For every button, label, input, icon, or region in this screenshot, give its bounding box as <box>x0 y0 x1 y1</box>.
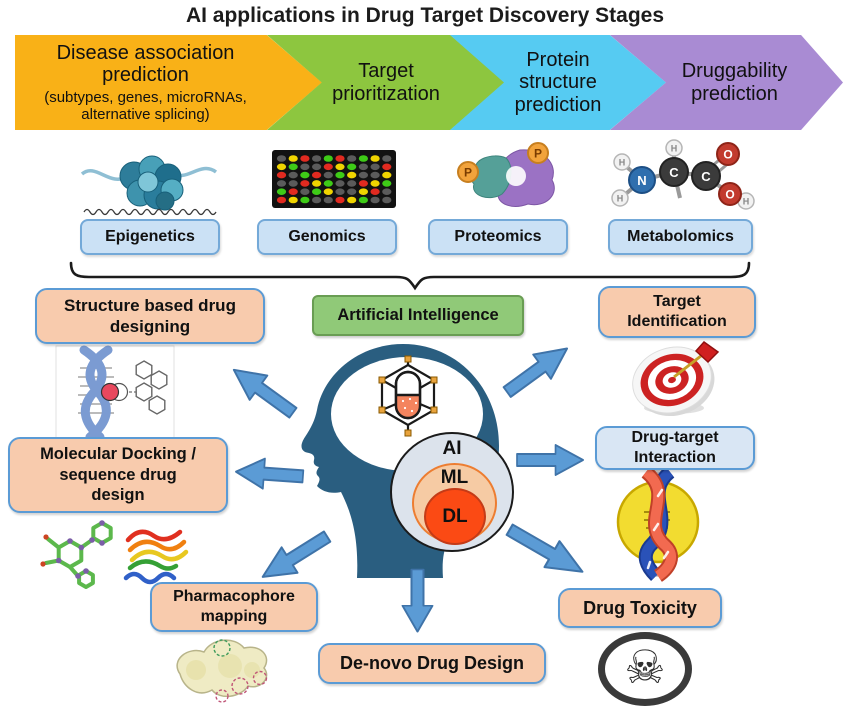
app-box-denovo-drug-design: De-novo Drug Design <box>318 643 546 684</box>
figure-title: AI applications in Drug Target Discovery… <box>185 4 665 27</box>
stage-label: Disease association prediction <box>56 41 235 86</box>
app-box-label: Pharmacophore mapping <box>173 588 295 625</box>
svg-text:O: O <box>725 188 734 202</box>
stage-label: Target prioritization <box>332 60 440 105</box>
dl-circle-label: DL <box>442 505 468 527</box>
curly-brace <box>69 261 751 291</box>
microarray-dots <box>276 155 392 204</box>
svg-text:N: N <box>637 173 646 188</box>
omics-label-epigenetics: Epigenetics <box>80 219 220 255</box>
dartboard-image <box>632 340 720 417</box>
app-box-label: Drug Toxicity <box>583 597 697 618</box>
omics-label-text: Proteomics <box>454 228 542 245</box>
drug-network-icon <box>378 355 438 437</box>
arrow-to-target-identification <box>497 334 578 406</box>
app-box-pharmacophore-mapping: Pharmacophore mapping <box>150 582 318 632</box>
svg-text:H: H <box>671 144 678 154</box>
arrow-to-denovo <box>401 568 435 633</box>
app-box-drug-target-interaction: Drug-target Interaction <box>595 426 755 470</box>
dl-circle: DL <box>424 488 486 545</box>
app-box-structure-based-drug-designing: Structure based drug designing <box>35 288 265 344</box>
ai-box-label: Artificial Intelligence <box>337 306 499 324</box>
app-box-label: Target Identification <box>627 293 727 330</box>
arrow-to-molecular-docking <box>234 455 305 494</box>
omics-label-metabolomics: Metabolomics <box>608 219 753 255</box>
svg-text:O: O <box>723 148 732 162</box>
omics-label-proteomics: Proteomics <box>428 219 568 255</box>
stage-label: Protein structure prediction <box>514 48 602 116</box>
svg-text:P: P <box>464 166 472 180</box>
app-box-target-identification: Target Identification <box>598 286 756 338</box>
dna-protein-interaction-image <box>616 466 700 582</box>
svg-text:P: P <box>534 147 542 161</box>
arrow-to-structure-based <box>223 355 303 426</box>
omics-label-genomics: Genomics <box>257 219 397 255</box>
ai-circle-label: AI <box>442 438 462 459</box>
dna-docking-image <box>55 345 175 443</box>
app-box-label: Molecular Docking / sequence drug design <box>40 445 196 505</box>
phosphoprotein-image: P P <box>457 142 555 207</box>
ligand-molecule-image <box>40 520 113 589</box>
omics-label-text: Genomics <box>288 228 366 245</box>
pipeline-stage-disease-association: Disease association prediction (subtypes… <box>15 35 322 130</box>
nucleosome-image <box>80 155 218 216</box>
stage-label: Druggability prediction <box>681 60 788 105</box>
app-box-molecular-docking: Molecular Docking / sequence drug design <box>8 437 228 513</box>
stage-sublabel: (subtypes, genes, microRNAs, alternative… <box>44 89 247 123</box>
skull-glyph: ☠ <box>624 641 666 693</box>
app-box-label: De-novo Drug Design <box>339 653 524 674</box>
app-box-label: Structure based drug designing <box>64 295 236 336</box>
glycine-molecule-image: H H H H N C C O O <box>611 139 755 210</box>
ml-circle-label: ML <box>440 467 469 488</box>
app-box-label: Drug-target Interaction <box>631 429 719 466</box>
arrow-to-pharmacophore <box>253 522 336 592</box>
svg-text:H: H <box>617 194 624 204</box>
svg-text:C: C <box>669 165 679 180</box>
omics-label-text: Metabolomics <box>627 228 734 245</box>
pharmacophore-model-image <box>176 639 268 703</box>
artificial-intelligence-box: Artificial Intelligence <box>312 295 524 336</box>
microarray-image <box>272 150 396 208</box>
protein-ribbon-image <box>123 529 189 585</box>
svg-text:C: C <box>701 169 711 184</box>
arrow-to-drug-toxicity <box>501 515 592 587</box>
svg-text:H: H <box>619 158 626 168</box>
skull-toxicity-icon: ☠ <box>598 632 692 706</box>
omics-label-text: Epigenetics <box>105 228 195 245</box>
arrow-to-drug-target-interaction <box>516 443 584 477</box>
svg-text:H: H <box>743 197 750 207</box>
app-box-drug-toxicity: Drug Toxicity <box>558 588 722 628</box>
